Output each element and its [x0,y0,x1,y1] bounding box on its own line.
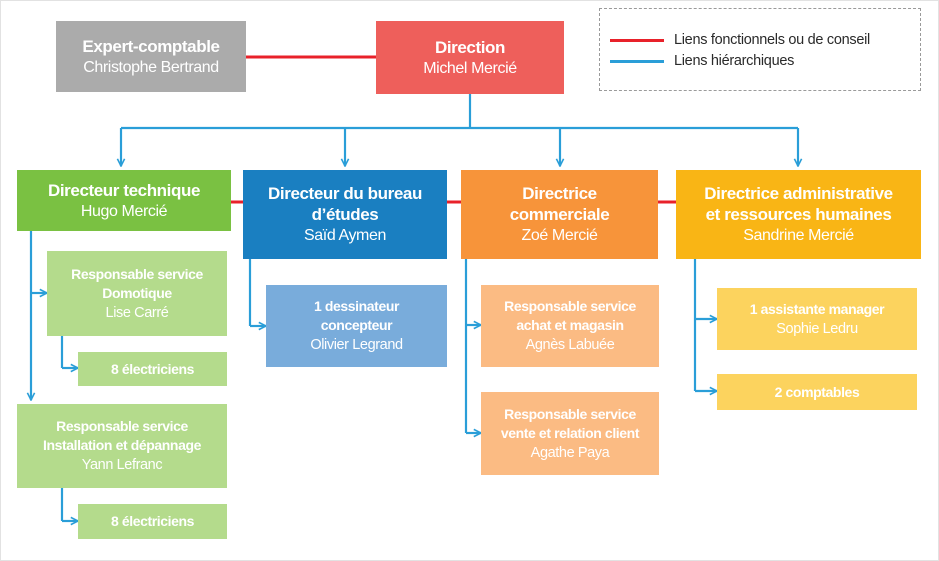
node-name: Christophe Bertrand [83,58,219,76]
node-expert-comptable: Expert-comptable Christophe Bertrand [56,21,246,92]
hierarchical-links [31,94,798,521]
node-name: Agathe Paya [530,444,610,461]
legend-item-hierarchical: Liens hiérarchiques [610,53,794,69]
node-title-line-2: et ressources humaines [705,205,892,224]
node-name: Saïd Aymen [304,227,386,244]
legend-swatch-hierarchical [610,59,664,63]
node-title-line-1: Directrice [522,184,597,203]
node-title: Direction [434,37,506,57]
node-name: Olivier Legrand [310,337,403,353]
node-directrice-commerciale: Directrice commerciale Zoé Mercié [461,170,658,259]
node-title-line-1: Responsable service [504,405,636,422]
legend-swatch-functional [610,38,664,42]
node-title: 8 électriciens [110,360,195,377]
node-comptables: 2 comptables [717,374,917,410]
node-title: 1 assistante manager [749,300,885,317]
node-title: 2 comptables [774,383,860,400]
node-title-line-2: concepteur [320,317,393,333]
node-electriciens-1: 8 électriciens [78,352,227,386]
node-name: Yann Lefranc [81,457,163,473]
legend-label-functional: Liens fonctionnels ou de conseil [674,32,870,48]
node-title: Expert-comptable [82,36,220,56]
node-title-line-1: Responsable service [504,298,636,314]
node-title-line-2: commerciale [509,205,610,224]
node-assistante-manager: 1 assistante manager Sophie Ledru [717,288,917,350]
node-name: Hugo Mercié [80,202,168,220]
node-name: Lise Carré [105,304,169,321]
node-directeur-technique: Directeur technique Hugo Mercié [17,170,231,231]
node-dessinateur-concepteur: 1 dessinateur concepteur Olivier Legrand [266,285,447,367]
node-responsable-vente: Responsable service vente et relation cl… [481,392,659,475]
node-title-line-1: Directeur du bureau [268,184,422,203]
node-direction: Direction Michel Mercié [376,21,564,94]
node-title-line-2: vente et relation client [500,424,640,441]
node-responsable-domotique: Responsable service Domotique Lise Carré [47,251,227,336]
node-name: Sandrine Mercié [743,227,854,244]
node-title-line-1: Responsable service [71,265,203,282]
node-title-line-1: Directrice administrative [704,184,893,203]
node-name: Zoé Mercié [521,227,598,244]
node-title-line-2: Installation et dépannage [42,437,202,453]
node-title-line-1: Responsable service [56,418,188,434]
functional-links [231,55,676,204]
node-name: Michel Mercié [423,59,517,77]
node-title: 8 électriciens [110,513,195,529]
node-name: Agnès Labuée [525,337,615,353]
node-title-line-2: d’études [311,205,379,224]
node-responsable-installation: Responsable service Installation et dépa… [17,404,227,488]
node-responsable-achat: Responsable service achat et magasin Agn… [481,285,659,367]
node-title-line-1: 1 dessinateur [313,298,400,314]
node-name: Sophie Ledru [776,320,858,337]
node-electriciens-2: 8 électriciens [78,504,227,539]
node-directeur-bureau-etudes: Directeur du bureau d’études Saïd Aymen [243,170,447,259]
node-title-line-2: achat et magasin [516,317,624,333]
legend-label-hierarchical: Liens hiérarchiques [674,53,795,69]
node-title: Directeur technique [47,180,201,200]
node-directrice-administrative: Directrice administrative et ressources … [676,170,921,259]
node-title-line-2: Domotique [102,284,172,301]
legend: Liens fonctionnels ou de conseil Liens h… [599,8,921,91]
legend-item-functional: Liens fonctionnels ou de conseil [610,32,870,48]
